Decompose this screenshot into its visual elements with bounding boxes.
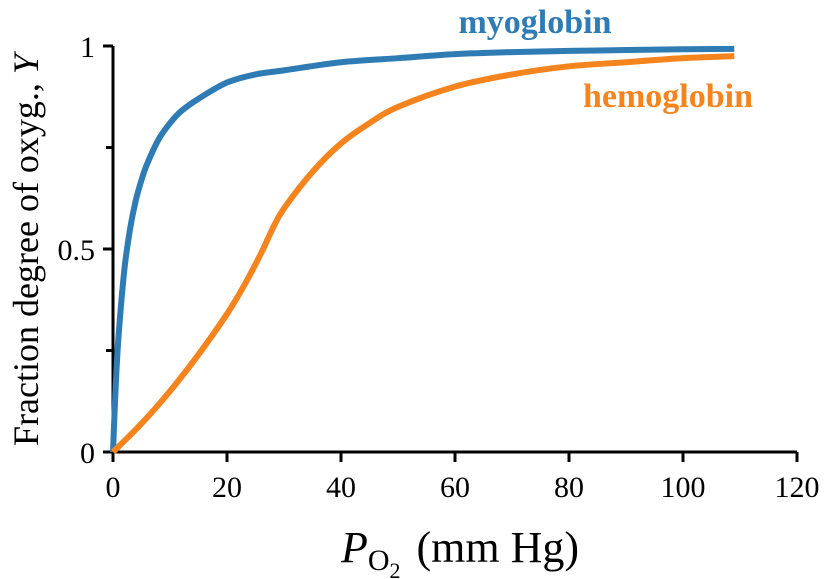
x-tick-label: 0	[106, 471, 121, 504]
y-tick-label: 0.5	[58, 234, 96, 267]
x-axis-subsubscript: 2	[390, 558, 401, 579]
x-tick-label: 120	[775, 471, 820, 504]
x-tick-label: 100	[661, 471, 706, 504]
x-tick-label: 60	[440, 471, 470, 504]
y-tick-label: 0	[80, 437, 95, 470]
series-labels: myoglobin hemoglobin	[458, 4, 753, 115]
myoglobin-label: myoglobin	[458, 4, 611, 41]
hemoglobin-line	[110, 53, 735, 455]
y-ticks: 00.51	[58, 31, 113, 470]
x-axis-title: PO2 (mm Hg)	[340, 523, 579, 579]
y-axis-title-text: Fraction degree of oxyg.,	[6, 74, 46, 446]
x-axis-subscript: O	[368, 544, 390, 577]
hemoglobin-label: hemoglobin	[583, 78, 753, 115]
y-tick-label: 1	[80, 31, 95, 64]
series-group	[110, 45, 735, 455]
x-axis-unit: (mm Hg)	[417, 523, 580, 572]
x-tick-label: 80	[554, 471, 584, 504]
myoglobin-line	[110, 45, 735, 453]
y-axis-title: Fraction degree of oxyg., Y	[6, 50, 46, 446]
x-tick-label: 20	[212, 471, 242, 504]
x-tick-label: 40	[326, 471, 356, 504]
x-ticks: 0 20 40 60 80 100 120	[106, 452, 820, 504]
x-axis-symbol: P	[340, 523, 368, 572]
y-axis-title-symbol: Y	[6, 50, 46, 74]
